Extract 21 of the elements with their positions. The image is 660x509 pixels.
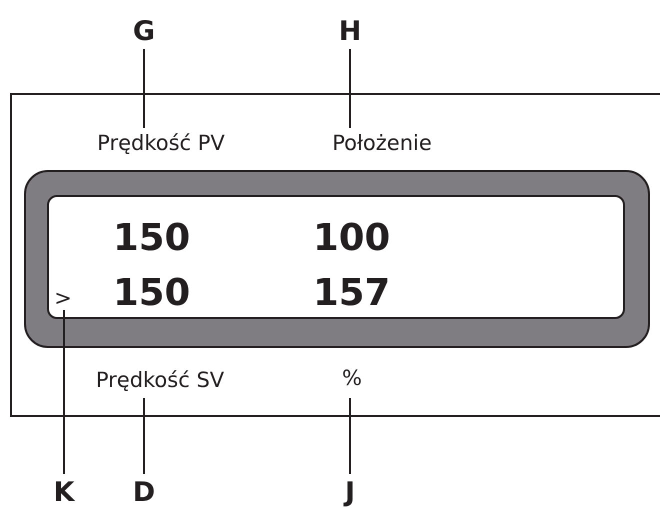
leader-line [143, 49, 145, 128]
numeric-readout: 100 [313, 219, 390, 256]
callout-letter: H [332, 17, 368, 45]
callout-letter: G [126, 17, 162, 45]
leader-line [63, 310, 65, 474]
callout-letter: D [126, 478, 162, 506]
field-label: Prędkość SV [78, 362, 242, 398]
device-panel [10, 93, 660, 417]
numeric-readout: 150 [113, 219, 190, 256]
field-label: Prędkość PV [78, 128, 244, 158]
leader-line [143, 398, 145, 474]
callout-letter: J [332, 478, 368, 506]
numeric-readout: 157 [313, 274, 390, 311]
leader-line [349, 398, 351, 474]
cursor-symbol: > [53, 286, 73, 310]
field-label: Położenie [316, 128, 448, 158]
unit-symbol: % [334, 358, 370, 398]
numeric-readout: 150 [113, 274, 190, 311]
leader-line [349, 49, 351, 128]
callout-letter: K [46, 478, 82, 506]
lcd-display [24, 170, 650, 348]
